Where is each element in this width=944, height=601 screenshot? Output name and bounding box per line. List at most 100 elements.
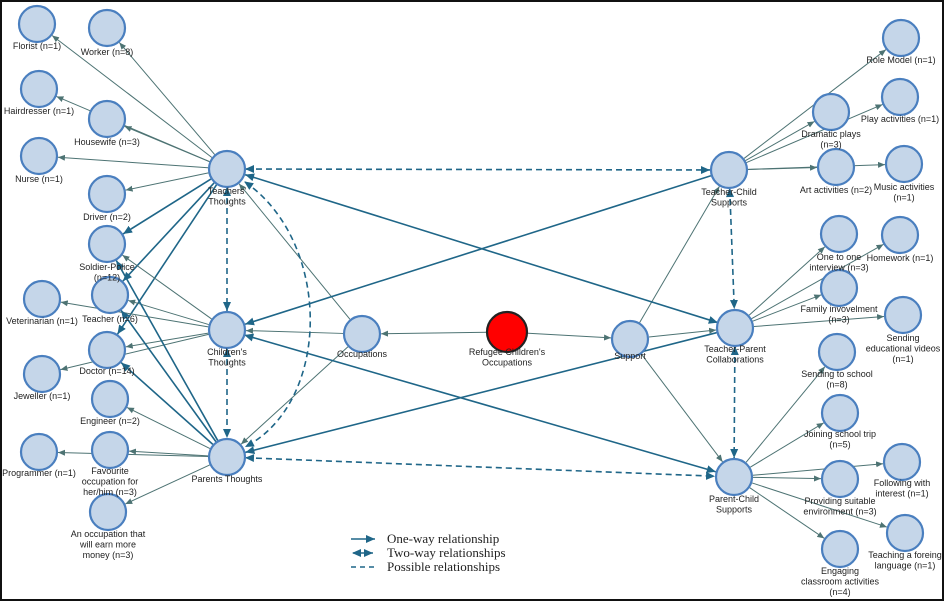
node-label: Sending: [886, 333, 919, 343]
node-label-group-school_trip: Joining school trip(n=5): [804, 429, 876, 450]
node-label: Soldier-Police: [79, 262, 135, 272]
node-label: Occupations: [337, 349, 388, 359]
node-jeweller: [22, 354, 62, 394]
edge-teachers_thoughts-to-soldier: [122, 178, 212, 235]
possible-edge-teachers_thoughts-to-tcs: [244, 165, 711, 174]
edge-occupations-to-teachers_thoughts: [238, 183, 351, 320]
node-role_model: [881, 18, 921, 58]
node-label-group-driver: Driver (n=2): [83, 212, 131, 222]
node-homework: [880, 215, 920, 255]
node-label-group-role_model: Role Model (n=1): [866, 55, 935, 65]
node-label-group-hairdresser: Hairdresser (n=1): [4, 106, 74, 116]
node-label: Veterinarian (n=1): [6, 316, 78, 326]
node-label-group-housewife: Housewife (n=3): [74, 137, 140, 147]
node-label: Homework (n=1): [867, 253, 934, 263]
node-label: Programmer (n=1): [2, 468, 76, 478]
node-earn: [88, 492, 128, 532]
node-label-group-family: Family invovelment(n=3): [800, 304, 878, 325]
node-label: Thoughts: [208, 197, 246, 207]
node-label: Jeweller (n=1): [14, 391, 71, 401]
node-engineer: [90, 379, 130, 419]
node-label-group-jeweller: Jeweller (n=1): [14, 391, 71, 401]
edge-tpc-to-teachers_thoughts: [244, 173, 718, 324]
edge-support-to-pcs: [641, 353, 723, 463]
node-play: [880, 77, 920, 117]
node-label: (n=3): [820, 140, 841, 150]
node-label: Parent-Child: [709, 494, 759, 504]
node-videos: [883, 295, 923, 335]
node-label: Hairdresser (n=1): [4, 106, 74, 116]
edge-childrens_thoughts-to-jeweller: [60, 333, 209, 371]
node-label: Children's: [207, 347, 247, 357]
node-parents_thoughts: [207, 437, 247, 477]
node-label: One to one: [817, 252, 862, 262]
edge-pcs-to-engaging: [749, 487, 825, 539]
edge-tcs-to-dramatic: [745, 120, 815, 162]
node-label: Dramatic plays: [801, 129, 861, 139]
edge-pcs-to-following: [752, 461, 884, 476]
node-label: Driver (n=2): [83, 212, 131, 222]
edge-teachers_thoughts-to-doctor: [116, 184, 218, 335]
edge-teachers_thoughts-to-teacher: [122, 182, 215, 282]
node-label-group-occupations: Occupations: [337, 349, 388, 359]
node-label: Teaching a foreing: [868, 550, 942, 560]
node-label: Providing suitable: [804, 496, 875, 506]
edge-parents_thoughts-to-favourite: [128, 448, 209, 457]
node-housewife: [87, 99, 127, 139]
node-label: occupation for: [82, 477, 139, 487]
node-one_to_one: [819, 214, 859, 254]
edge-childrens_thoughts-to-veterinarian: [60, 300, 209, 328]
node-center: [485, 310, 529, 354]
node-label-group-nurse: Nurse (n=1): [15, 174, 63, 184]
node-label: educational videos: [866, 344, 941, 354]
edge-teachers_thoughts-to-florist: [51, 35, 213, 158]
node-florist: [17, 4, 57, 44]
node-following: [882, 442, 922, 482]
node-label: her/him (n=3): [83, 487, 137, 497]
edge-tcs-to-childrens_thoughts: [244, 175, 712, 326]
edge-center-to-occupations: [380, 330, 489, 337]
node-tcs: [709, 150, 749, 190]
node-label-group-worker: Worker (n=8): [81, 47, 134, 57]
node-label: Florist (n=1): [13, 41, 61, 51]
possible-edge-tpc-to-pcs: [730, 345, 739, 459]
node-label: Support: [614, 351, 646, 361]
node-doctor: [87, 330, 127, 370]
node-label: Following with: [874, 478, 931, 488]
node-label: (n=3): [828, 315, 849, 325]
node-label-group-florist: Florist (n=1): [13, 41, 61, 51]
edge-teachers_thoughts-to-nurse: [57, 154, 209, 169]
edge-teachers_thoughts-to-driver: [125, 172, 209, 192]
node-label: Music activities: [874, 182, 935, 192]
node-label: Housewife (n=3): [74, 137, 140, 147]
node-label-group-dramatic: Dramatic plays(n=3): [801, 129, 861, 150]
edge-childrens_thoughts-to-doctor: [125, 332, 209, 349]
edge-parents_thoughts-to-teacher: [120, 309, 217, 443]
node-label: language (n=1): [875, 561, 936, 571]
node-teachers_thoughts: [207, 149, 247, 189]
node-childrens_thoughts: [207, 310, 247, 350]
edge-center-to-support: [525, 332, 612, 341]
node-family: [819, 268, 859, 308]
node-label: Collaborations: [706, 355, 764, 365]
node-label-group-support: Support: [614, 351, 646, 361]
node-label: Art activities (n=2): [800, 185, 872, 195]
node-label: Nurse (n=1): [15, 174, 63, 184]
node-label: Refugee Children's: [469, 347, 546, 357]
node-label: will earn more: [79, 540, 136, 550]
node-label-group-veterinarian: Veterinarian (n=1): [6, 316, 78, 326]
node-label: Sending to school: [801, 369, 873, 379]
node-veterinarian: [22, 279, 62, 319]
edge-parents_thoughts-to-soldier: [115, 260, 219, 441]
node-label: Favourite: [91, 466, 129, 476]
edge-tpc-to-family: [752, 294, 822, 322]
node-foreign_lang: [885, 513, 925, 553]
